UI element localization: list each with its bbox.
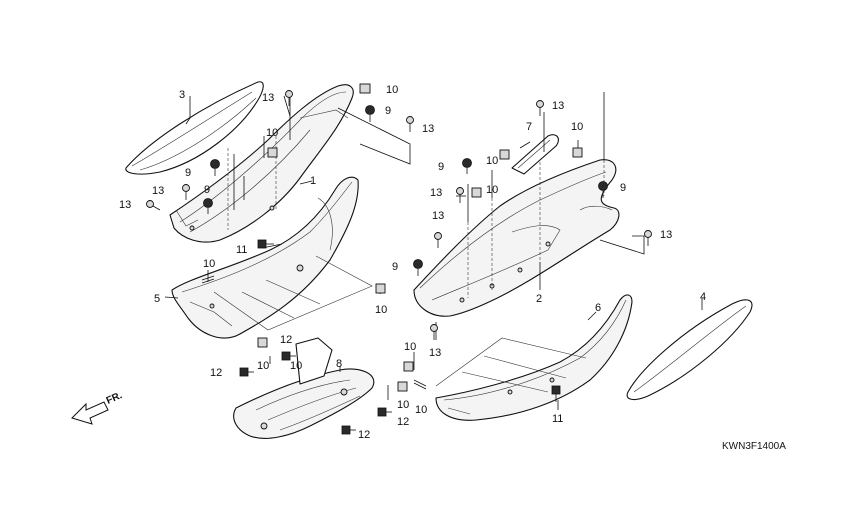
callout-6: 6 [595, 302, 601, 314]
nut-10-icon [359, 83, 371, 94]
clip-9-icon [365, 105, 375, 122]
screw-13-icon [146, 200, 161, 211]
nut-10-icon [267, 147, 278, 158]
callout-12: 12 [280, 334, 292, 346]
part-6-floor-outline [435, 337, 587, 393]
bolt-11-icon [551, 385, 561, 402]
callout-13: 13 [429, 347, 441, 359]
nut-10-icon [471, 187, 482, 198]
callout-13: 13 [432, 210, 444, 222]
callout-13: 13 [430, 187, 442, 199]
callout-13: 13 [660, 229, 672, 241]
bolt-11-icon [257, 239, 274, 249]
callout-3: 3 [179, 89, 185, 101]
callout-10: 10 [266, 127, 278, 139]
part-5-floor-outline [213, 255, 373, 331]
callout-1: 1 [310, 175, 316, 187]
clip-9-icon [598, 181, 608, 198]
part-7-bracket [511, 134, 559, 175]
bolt-12-icon [281, 351, 296, 361]
callout-10: 10 [486, 155, 498, 167]
clip-9-icon [210, 159, 220, 176]
part-6-right-floor-panel [435, 294, 633, 421]
screw-13-icon [456, 187, 464, 203]
nut-10-icon [375, 283, 386, 294]
diagram-code: KWN3F1400A [722, 441, 786, 452]
callout-12: 12 [397, 416, 409, 428]
callout-9: 9 [438, 161, 444, 173]
callout-10: 10 [203, 258, 215, 270]
callout-5: 5 [154, 293, 160, 305]
nut-10-icon [397, 381, 408, 392]
callout-10: 10 [397, 399, 409, 411]
direction-label: FR. [105, 390, 124, 407]
callout-9: 9 [204, 184, 210, 196]
callout-9: 9 [620, 182, 626, 194]
callout-10: 10 [404, 341, 416, 353]
callout-10: 10 [415, 404, 427, 416]
spring-clip-10-icon [413, 379, 427, 390]
spring-clip-10-icon [201, 275, 215, 284]
nut-10-icon [257, 337, 268, 348]
callout-9: 9 [185, 167, 191, 179]
arrow-icon [71, 401, 109, 425]
callout-13: 13 [422, 123, 434, 135]
callout-10: 10 [257, 360, 269, 372]
screw-13-icon [406, 116, 414, 132]
bolt-12-icon [239, 367, 254, 377]
part-8-under-cover [233, 337, 375, 439]
hardware [146, 83, 652, 435]
nut-10-icon [403, 361, 414, 372]
callout-13: 13 [152, 185, 164, 197]
callout-9: 9 [385, 105, 391, 117]
callout-10: 10 [375, 304, 387, 316]
callout-10: 10 [571, 121, 583, 133]
leader-lines [164, 92, 703, 410]
clip-9-icon [413, 259, 423, 276]
callout-11: 11 [236, 244, 247, 256]
callout-9: 9 [392, 261, 398, 273]
screw-13-icon [285, 90, 293, 106]
screw-13-icon [182, 184, 190, 200]
nut-10-icon [572, 147, 583, 158]
callout-13: 13 [119, 199, 131, 211]
part-3-trim-strip [125, 81, 264, 175]
callout-10: 10 [486, 184, 498, 196]
callout-12: 12 [358, 429, 370, 441]
clip-9-icon [203, 198, 213, 214]
nut-10-icon [499, 149, 510, 160]
bolt-12-icon [377, 407, 392, 417]
bolt-12-icon [341, 425, 356, 435]
callout-10: 10 [290, 360, 302, 372]
part-2-right-side-cover [413, 159, 620, 317]
callout-4: 4 [700, 291, 706, 303]
callout-12: 12 [210, 367, 222, 379]
screw-13-icon [434, 232, 442, 248]
callout-7: 7 [526, 121, 532, 133]
front-direction-arrow: FR. [71, 390, 124, 425]
callout-13: 13 [262, 92, 274, 104]
screw-13-icon [644, 230, 652, 246]
callout-10: 10 [386, 84, 398, 96]
callout-8: 8 [336, 358, 342, 370]
part-5-left-floor-panel [171, 176, 359, 339]
screw-13-icon [430, 324, 438, 340]
callout-2: 2 [536, 293, 542, 305]
screw-13-icon [536, 100, 544, 116]
callout-11: 11 [552, 413, 563, 425]
callout-13: 13 [552, 100, 564, 112]
callout-labels: 3 13 10 9 13 10 9 1 13 9 13 11 10 5 10 1… [119, 84, 706, 441]
clip-9-icon [462, 158, 472, 174]
part-4-trim-strip [626, 299, 753, 401]
